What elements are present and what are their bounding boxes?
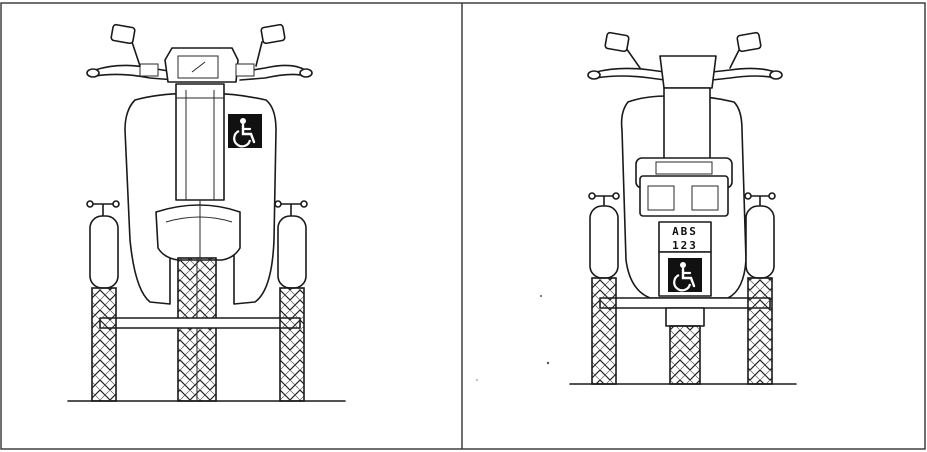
steering-column xyxy=(175,83,225,201)
mirror-left-rear xyxy=(604,31,641,69)
mirror-right xyxy=(255,23,286,67)
side-wheel-right-rear xyxy=(744,192,776,385)
rear-mudflap xyxy=(665,307,705,327)
side-wheel-left xyxy=(86,200,120,402)
wheelchair-sign-rear xyxy=(658,251,712,297)
outrigger-crossbar xyxy=(99,317,301,329)
front-view xyxy=(67,23,346,402)
front-fender xyxy=(155,204,241,261)
handlebar-rear xyxy=(587,55,783,89)
rear-tire xyxy=(669,325,701,385)
rear-carrier xyxy=(635,157,733,217)
plate-line-2: 123 xyxy=(672,239,698,252)
wheelchair-sign-front xyxy=(226,112,264,150)
side-wheel-right xyxy=(274,200,308,402)
side-wheel-left-rear xyxy=(588,192,620,385)
rear-view: ABS 123 xyxy=(476,31,797,385)
handlebar xyxy=(86,47,313,83)
license-plate: ABS 123 xyxy=(658,221,712,253)
rear-column xyxy=(663,87,711,161)
mirror-left xyxy=(110,23,141,67)
mirror-right-rear xyxy=(729,31,762,69)
outrigger-crossbar-rear xyxy=(599,297,771,309)
plate-line-1: ABS xyxy=(672,225,698,238)
